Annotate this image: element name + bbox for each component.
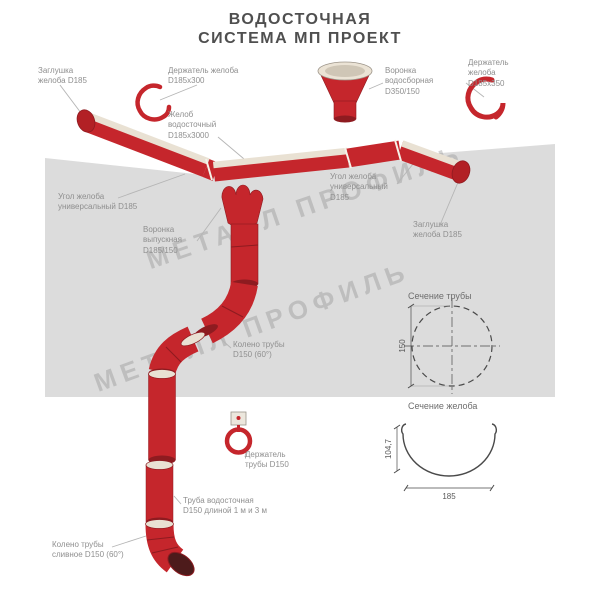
gutter-right-run <box>396 141 464 181</box>
gutter-right-run-channel <box>401 140 464 169</box>
collector-funnel <box>317 61 373 123</box>
label-drain-elbow: Колено трубы сливное D150 (60°) <box>52 540 124 560</box>
downpipe-upper <box>148 369 176 465</box>
gutter-bracket-right <box>465 76 506 120</box>
pipe-section-title: Сечение трубы <box>408 291 472 301</box>
label-pipe-bracket: Держатель трубы D150 <box>245 450 289 470</box>
label-gutter-corner-left: Угол желоба универсальный D185 <box>58 192 138 212</box>
label-pipe-elbow: Колено трубы D150 (60°) <box>233 340 285 360</box>
gutter-endcap-right <box>451 160 471 184</box>
label-gutter-endcap-right: Заглушка желоба D185 <box>413 220 462 240</box>
label-outlet-funnel: Воронка выпускная D185/150 <box>143 225 182 255</box>
drain-elbow <box>145 519 195 577</box>
gutter-section-height: 104,7 <box>384 438 393 459</box>
pipe-bracket <box>224 411 253 455</box>
label-gutter-corner-right: Угол желоба универсальный D185 <box>330 172 388 202</box>
label-downpipe: Труба водосточная D150 длиной 1 м и 3 м <box>183 496 267 516</box>
gutter-section-title: Сечение желоба <box>408 401 478 411</box>
pipe-section-diameter: 150 <box>398 339 407 353</box>
label-gutter-bracket-right: Держатель желоба D185х350 <box>468 58 509 88</box>
gutter-endcap-left <box>76 109 96 133</box>
title-line-1: ВОДОСТОЧНАЯ <box>228 11 372 28</box>
outlet-funnel-neck <box>230 223 259 285</box>
gutter-center-run-channel <box>212 147 348 169</box>
downpipe-lower <box>145 460 174 527</box>
gutter-section-diagram <box>393 423 497 492</box>
gutter-joint-2 <box>344 147 352 169</box>
label-gutter-bracket-left: Держатель желоба D185х300 <box>168 66 239 86</box>
gutter-section-width: 185 <box>442 492 456 501</box>
title-line-2: СИСТЕМА МП ПРОЕКТ <box>198 30 402 47</box>
label-collector-funnel: Воронка водосборная D350/150 <box>385 66 434 96</box>
gutter-joint-3 <box>394 139 402 162</box>
pipe-section-diagram <box>404 298 500 394</box>
gutter-assembly <box>76 109 471 184</box>
gutter-left-run <box>82 113 210 177</box>
gutter-left-run-channel <box>87 112 210 165</box>
gutter-center-run <box>213 148 349 182</box>
page-title: ВОДОСТОЧНАЯ СИСТЕМА МП ПРОЕКТ <box>0 10 600 48</box>
gutter-joint-1 <box>205 158 213 181</box>
label-gutter-endcap-left: Заглушка желоба D185 <box>38 66 87 86</box>
gutter-bracket-left <box>135 83 172 122</box>
roof-plane <box>45 144 555 397</box>
gutter-corner-right <box>346 140 402 168</box>
outlet-funnel <box>221 184 264 289</box>
label-gutter: Желоб водосточный D185х3000 <box>168 110 217 140</box>
